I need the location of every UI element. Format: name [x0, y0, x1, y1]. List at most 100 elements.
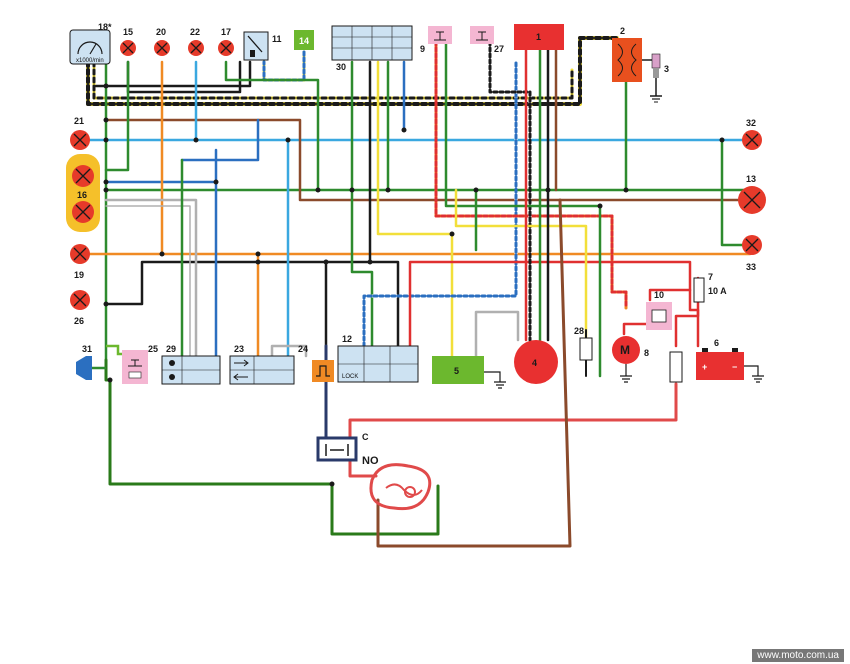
regulator-5: 5: [432, 356, 506, 389]
lamp-33: 33: [742, 235, 762, 272]
label-20: 20: [156, 27, 166, 37]
lamp-20: 20: [154, 27, 170, 56]
label-9: 9: [420, 44, 425, 54]
hand-fan-motor: [369, 463, 432, 511]
fuse-7: 7 10 A: [693, 272, 727, 303]
lamp-15: 15: [120, 27, 136, 56]
wire-9-dashed-ov: [434, 40, 628, 310]
label-27: 27: [494, 44, 504, 54]
relay-no-label: NO: [362, 455, 379, 467]
ignition-switch-12: LOCK 12: [337, 334, 419, 383]
watermark: www.moto.com.ua: [752, 649, 844, 662]
label-22: 22: [190, 27, 200, 37]
label-33: 33: [746, 262, 756, 272]
label-5: 5: [454, 366, 459, 376]
relay-10: 10: [646, 290, 672, 330]
switch-27: 27: [470, 26, 504, 54]
lamp-32: 32: [742, 118, 762, 150]
spark-plug-3: 3: [642, 53, 669, 103]
label-16: 16: [77, 190, 87, 200]
lamp-26: 26: [70, 290, 90, 326]
label-23: 23: [234, 344, 244, 354]
fuse-rating: 10 A: [708, 286, 727, 296]
headlight-16: 16: [66, 154, 100, 232]
battery-6: + − 6: [696, 338, 764, 383]
wire-15-green: [104, 60, 130, 172]
wire-black-1: [94, 60, 252, 88]
label-15: 15: [123, 27, 133, 37]
wire-9-yellow: [454, 188, 588, 362]
wire-8-red: [622, 322, 656, 336]
harness-dashed-2-overlay: [92, 60, 574, 100]
tacho-label: 18*: [98, 22, 112, 32]
label-2: 2: [620, 26, 625, 36]
sensor-11: 11: [243, 31, 282, 61]
label-30: 30: [336, 62, 346, 72]
tachometer: 18* x1000/min: [69, 22, 112, 65]
label-13: 13: [746, 174, 756, 184]
wire-30-green: [350, 60, 374, 348]
junction-dots: [103, 83, 725, 487]
label-7: 7: [708, 272, 713, 282]
switch-block-30: 30: [331, 25, 413, 72]
resistor-28: 28: [574, 326, 593, 361]
label-1: 1: [536, 32, 541, 42]
component-14: 14: [294, 30, 314, 50]
relay-c-label: C: [362, 432, 369, 442]
label-6: 6: [714, 338, 719, 348]
label-8: 8: [644, 348, 649, 358]
wire-17-green: [224, 60, 320, 192]
hand-wire-red: [348, 382, 678, 478]
ignition-coil-2: 2: [612, 26, 642, 82]
label-11: 11: [272, 34, 282, 44]
motor-label: M: [620, 343, 630, 357]
horn-31: 31: [76, 344, 106, 380]
label-14: 14: [299, 36, 309, 46]
hand-wire-brown: [376, 198, 572, 548]
horn-button-25: 25: [106, 344, 158, 384]
wire-black-3: [126, 60, 242, 94]
label-21: 21: [74, 116, 84, 126]
switch-9: 9: [420, 26, 452, 54]
battery-minus: −: [732, 362, 737, 372]
wire-9-green: [444, 40, 602, 378]
wire-gray-29: [104, 198, 198, 358]
label-28: 28: [574, 326, 584, 336]
turn-switch-23: 23: [229, 344, 295, 385]
wire-10-red: [648, 288, 692, 302]
wire-27-dashed-ov: [488, 40, 532, 342]
lamp-21: 21: [70, 116, 90, 150]
hand-relay: C NO: [316, 432, 379, 467]
wire-blue-29b: [180, 118, 260, 162]
label-31: 31: [82, 344, 92, 354]
generator-4: 4: [514, 340, 558, 384]
label-10: 10: [654, 290, 664, 300]
label-12: 12: [342, 334, 352, 344]
wire-14-dashed-ov: [262, 50, 306, 82]
label-19: 19: [74, 270, 84, 280]
wire-gray-24: [270, 344, 308, 358]
label-4: 4: [532, 358, 537, 368]
wire-black-2: [104, 260, 400, 348]
label-26: 26: [74, 316, 84, 326]
light-switch-29: 29: [161, 344, 221, 385]
hand-wire-green: [104, 358, 440, 536]
lamp-22: 22: [188, 27, 204, 56]
lock-label: LOCK: [342, 374, 358, 380]
battery-plus: +: [702, 362, 707, 372]
wire-5-gray: [474, 310, 520, 358]
harness-dashed-top-overlay: [86, 36, 619, 106]
label-24: 24: [298, 344, 308, 354]
label-3: 3: [664, 64, 669, 74]
tacho-unit: x1000/min: [76, 58, 104, 64]
label-29: 29: [166, 344, 176, 354]
wire-12-dashed-ov: [362, 60, 518, 348]
wire-gray-29b: [105, 205, 191, 357]
label-17: 17: [221, 27, 231, 37]
label-25: 25: [148, 344, 158, 354]
flasher-24: 24: [298, 344, 334, 382]
starter-motor-8: M 8: [612, 336, 649, 383]
lamp-17: 17: [218, 27, 234, 56]
taillight-13: 13: [738, 174, 766, 214]
